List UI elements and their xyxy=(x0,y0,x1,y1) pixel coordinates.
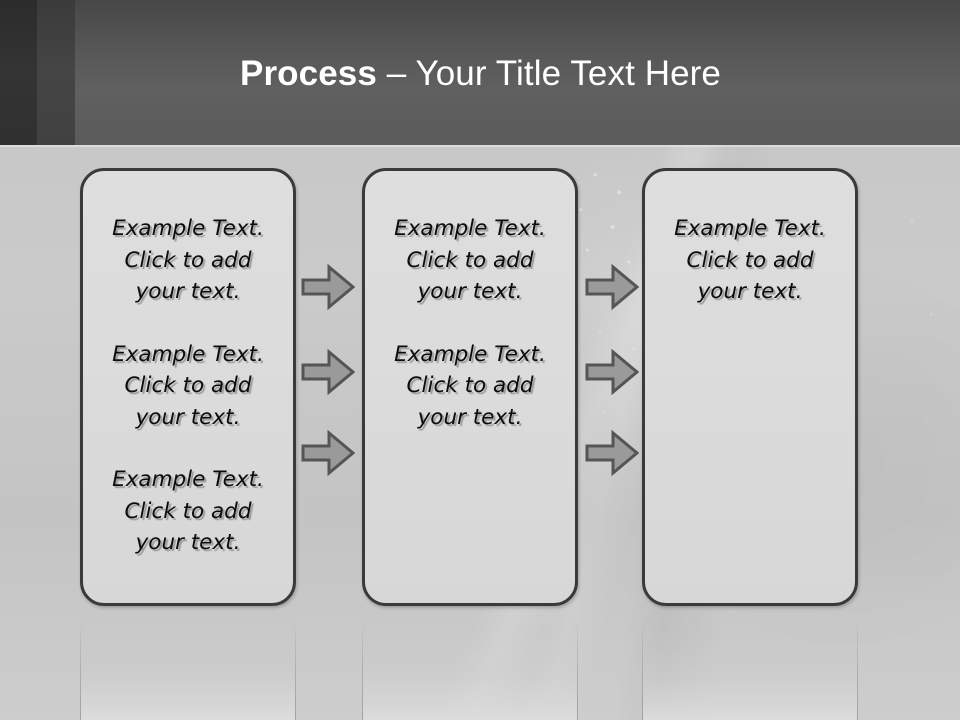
arrow-right-icon[interactable] xyxy=(585,348,639,396)
page-title-strong: Process xyxy=(240,54,377,93)
process-box-3-paragraph-1[interactable]: Example Text. Click to add your text. xyxy=(674,216,826,304)
process-box-2[interactable]: Example Text. Click to add your text. Ex… xyxy=(362,168,578,606)
process-box-3[interactable]: Example Text. Click to add your text. xyxy=(642,168,858,606)
process-box-2-paragraph-1[interactable]: Example Text. Click to add your text. xyxy=(394,216,546,304)
process-box-1-paragraph-2[interactable]: Example Text. Click to add your text. xyxy=(112,341,264,430)
process-box-2-content: Example Text. Click to add your text. Ex… xyxy=(365,171,575,433)
process-box-2-paragraph-2[interactable]: Example Text. Click to add your text. xyxy=(394,341,546,430)
process-box-1[interactable]: Example Text. Click to add your text. Ex… xyxy=(80,168,296,606)
box-reflection-1 xyxy=(80,610,296,720)
arrow-right-icon[interactable] xyxy=(585,429,639,477)
page-title-dash: – xyxy=(376,54,416,93)
header-accent-band-mid xyxy=(37,0,75,145)
header-divider xyxy=(0,145,960,147)
arrow-right-icon[interactable] xyxy=(301,263,355,311)
header-accent-band-dark xyxy=(0,0,37,145)
slide-header xyxy=(0,0,960,145)
process-box-1-paragraph-3[interactable]: Example Text. Click to add your text. xyxy=(112,467,264,555)
process-box-3-content: Example Text. Click to add your text. xyxy=(645,171,855,308)
box-reflection-3 xyxy=(642,610,858,720)
page-title-rest: Your Title Text Here xyxy=(415,54,721,93)
process-box-1-content: Example Text. Click to add your text. Ex… xyxy=(83,171,293,559)
process-box-1-paragraph-1[interactable]: Example Text. Click to add your text. xyxy=(112,216,264,304)
box-reflection-2 xyxy=(362,610,578,720)
arrow-right-icon[interactable] xyxy=(301,348,355,396)
arrow-right-icon[interactable] xyxy=(585,263,639,311)
page-title: Process – Your Title Text Here xyxy=(240,49,721,99)
arrow-right-icon[interactable] xyxy=(301,429,355,477)
